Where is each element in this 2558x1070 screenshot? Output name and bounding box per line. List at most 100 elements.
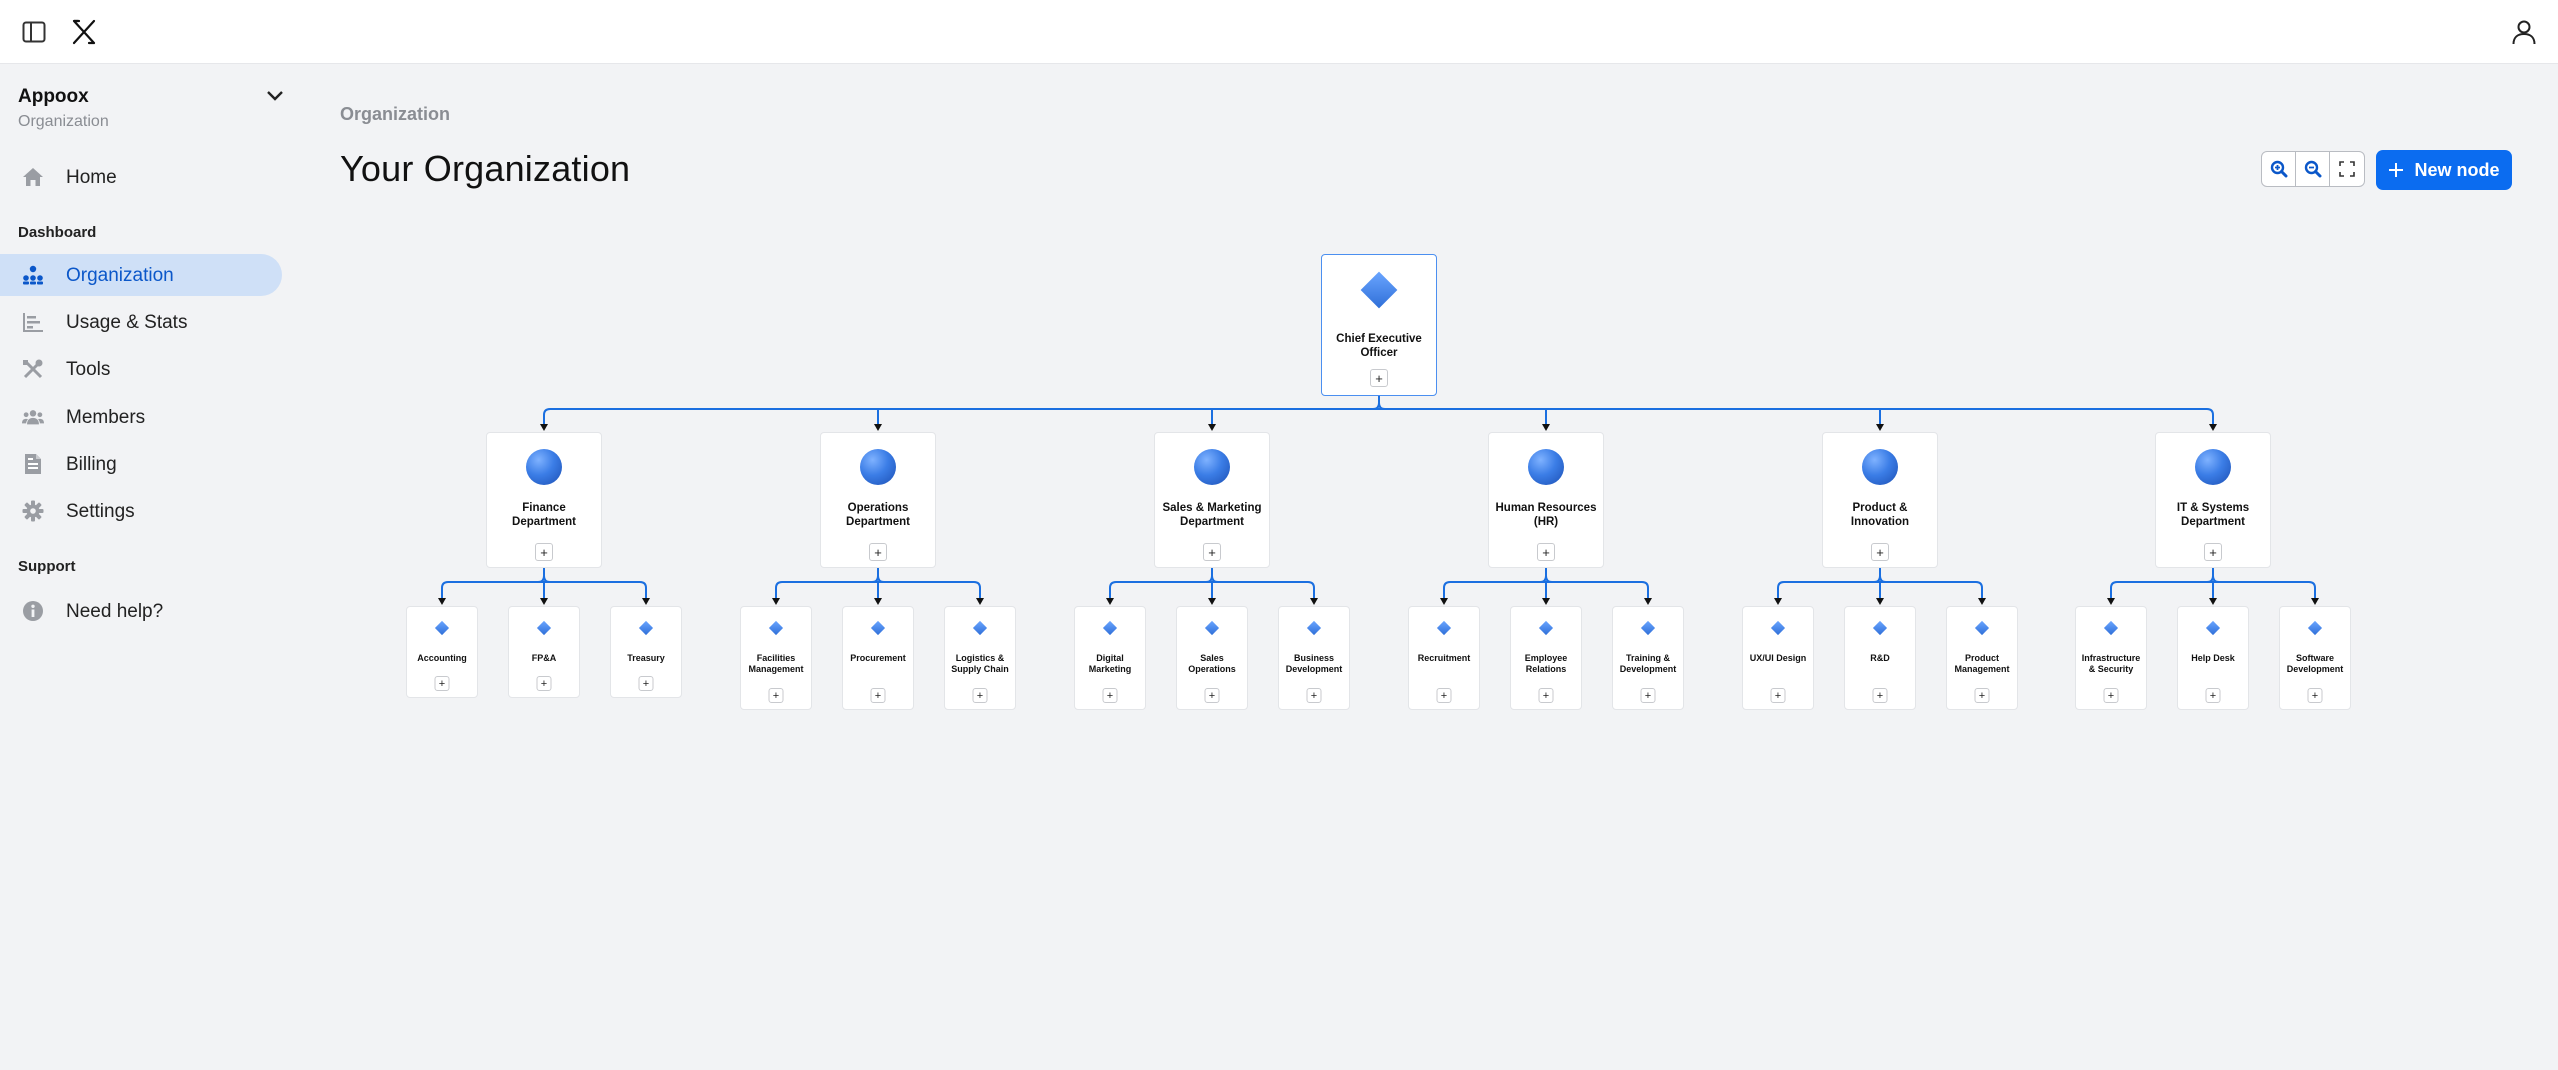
- org-node-team[interactable]: Accounting+: [406, 606, 478, 698]
- node-label-line: Department: [1180, 516, 1244, 529]
- add-child-node-button[interactable]: +: [1306, 688, 1322, 703]
- node-label-line: Employee: [1524, 653, 1568, 663]
- connector-drop: [2308, 581, 2316, 600]
- connector-dept: [1873, 568, 1881, 583]
- app-logo[interactable]: [66, 14, 102, 50]
- fit-view-button[interactable]: [2330, 152, 2364, 186]
- org-node-team[interactable]: UX/UI Design+: [1742, 606, 1814, 710]
- org-node-team[interactable]: Treasury+: [610, 606, 682, 698]
- add-child-node-button[interactable]: +: [2103, 688, 2119, 703]
- sidebar-item-billing[interactable]: Billing: [0, 443, 282, 485]
- add-child-node-button[interactable]: +: [869, 543, 887, 561]
- add-child-node-button[interactable]: +: [535, 543, 553, 561]
- add-child-node-button[interactable]: +: [1370, 369, 1388, 387]
- sidebar-item-label: Members: [66, 407, 146, 428]
- diamond-icon: [1360, 271, 1398, 309]
- add-child-node-button[interactable]: +: [972, 688, 988, 703]
- node-label-line: Department: [846, 516, 910, 529]
- add-child-node-button[interactable]: +: [1538, 688, 1554, 703]
- tools-icon: [22, 359, 44, 379]
- org-node-team[interactable]: Infrastructure& Security+: [2075, 606, 2147, 710]
- org-node-team[interactable]: Training &Development +: [1612, 606, 1684, 710]
- add-child-node-button[interactable]: +: [1640, 688, 1656, 703]
- add-child-node-button[interactable]: +: [1203, 543, 1221, 561]
- sidebar-item-members[interactable]: Members: [0, 396, 282, 438]
- connector-dept: [543, 575, 551, 583]
- node-label: Product & Innovation: [1825, 501, 1935, 530]
- sidebar-toggle-button[interactable]: [16, 14, 52, 50]
- node-label: Help Desk: [2180, 653, 2246, 664]
- new-node-button[interactable]: New node: [2376, 150, 2512, 190]
- zoom-out-button[interactable]: [2296, 152, 2330, 186]
- org-node-department[interactable]: Product & Innovation +: [1822, 432, 1938, 568]
- diamond-icon: [1436, 620, 1452, 636]
- add-child-node-button[interactable]: +: [1871, 543, 1889, 561]
- sidebar-item-usage-stats[interactable]: Usage & Stats: [0, 301, 282, 343]
- new-node-label: New node: [2414, 159, 2500, 180]
- add-child-node-button[interactable]: +: [434, 676, 450, 691]
- node-label-line: Human Resources: [1495, 502, 1597, 514]
- breadcrumb: Organization: [340, 104, 451, 124]
- add-child-node-button[interactable]: +: [2204, 543, 2222, 561]
- node-label-line: Sales: [1200, 653, 1224, 663]
- zoom-in-button[interactable]: [2262, 152, 2296, 186]
- org-node-team[interactable]: Procurement+: [842, 606, 914, 710]
- org-node-department[interactable]: Human Resources(HR)+: [1488, 432, 1604, 568]
- node-label-line: Finance: [522, 502, 566, 514]
- add-child-node-button[interactable]: +: [1770, 688, 1786, 703]
- node-label-line: Sales & Marketing: [1162, 502, 1262, 514]
- add-child-node-button[interactable]: +: [1872, 688, 1888, 703]
- add-child-node-button[interactable]: +: [1204, 688, 1220, 703]
- node-label-line: Product &: [1852, 502, 1908, 514]
- add-child-node-button[interactable]: +: [638, 676, 654, 691]
- add-child-node-button[interactable]: +: [1102, 688, 1118, 703]
- diamond-icon: [2103, 620, 2119, 636]
- add-child-node-button[interactable]: +: [2205, 688, 2221, 703]
- organization-switcher[interactable]: Appoox Organization: [18, 86, 284, 138]
- add-child-node-button[interactable]: +: [870, 688, 886, 703]
- arrow-down-icon: [540, 424, 548, 431]
- org-node-team[interactable]: Help Desk +: [2177, 606, 2249, 710]
- sidebar-item-label: Usage & Stats: [66, 312, 188, 333]
- org-node-team[interactable]: FP&A+: [508, 606, 580, 698]
- add-child-node-button[interactable]: +: [1537, 543, 1555, 561]
- node-label-line: Management: [748, 664, 804, 675]
- sidebar-item-settings[interactable]: Settings: [0, 490, 282, 532]
- add-child-node-button[interactable]: +: [1436, 688, 1452, 703]
- sidebar-item-home[interactable]: Home: [0, 156, 282, 198]
- node-label-line: Innovation: [1850, 516, 1910, 529]
- connector-root: [1378, 402, 1386, 410]
- account-button[interactable]: [2506, 14, 2542, 50]
- add-child-node-button[interactable]: +: [536, 676, 552, 691]
- add-child-node-button[interactable]: +: [2307, 688, 2323, 703]
- node-label: Training &Development: [1615, 653, 1681, 676]
- org-node-team[interactable]: R&D+: [1844, 606, 1916, 710]
- org-node-team[interactable]: Recruitment+: [1408, 606, 1480, 710]
- sidebar-item-organization[interactable]: Organization: [0, 254, 282, 296]
- arrow-down-icon: [2209, 424, 2217, 431]
- sidebar-item-tools[interactable]: Tools: [0, 348, 282, 390]
- add-child-node-button[interactable]: +: [1974, 688, 1990, 703]
- org-node-team[interactable]: Logistics &Supply Chain+: [944, 606, 1016, 710]
- node-label-line: Logistics &: [955, 653, 1005, 663]
- add-child-node-button[interactable]: +: [768, 688, 784, 703]
- globe-icon: [860, 449, 896, 485]
- sidebar-item-help[interactable]: Need help?: [0, 590, 282, 632]
